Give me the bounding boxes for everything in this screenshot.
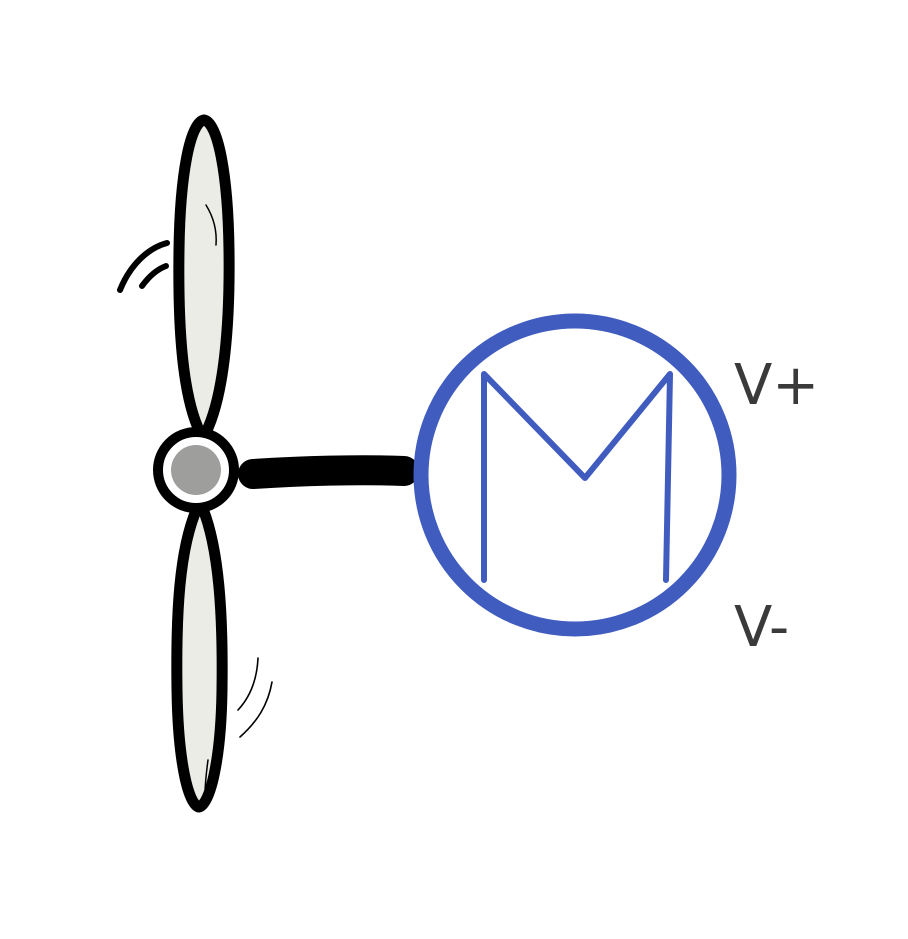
blade-highlight-bottom [204, 759, 209, 796]
motion-lines-icon [117, 240, 273, 738]
propeller-blade-top [173, 114, 235, 444]
blade-highlight-top [205, 204, 217, 246]
propeller-hub-center [171, 445, 221, 495]
terminal-label-negative: V- [734, 595, 789, 660]
motor-letter-m [481, 371, 673, 583]
motion-line-top-inner [139, 263, 169, 289]
propeller-blade-bottom [171, 496, 228, 813]
motion-line-top-outer [117, 240, 170, 293]
shaft-line [238, 455, 419, 489]
motion-line-bottom-inner [237, 657, 259, 711]
propeller-icon [153, 114, 239, 813]
terminal-label-positive: V+ [734, 353, 819, 418]
motor-symbol [413, 313, 737, 637]
motion-line-bottom-outer [239, 681, 273, 738]
motor-circle [413, 313, 737, 637]
